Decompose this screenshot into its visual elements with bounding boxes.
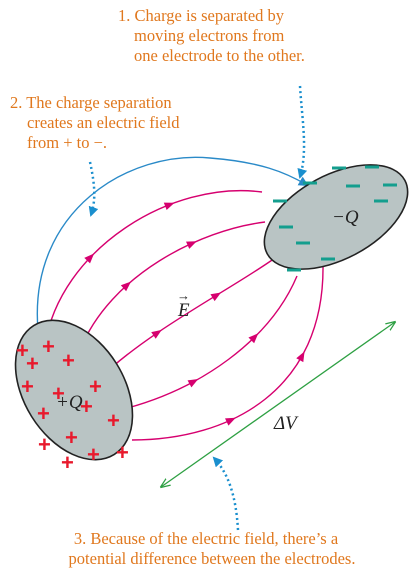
negative-sign [287, 269, 301, 272]
field-line-arrowhead [151, 327, 164, 339]
field-line-arrowhead [186, 238, 198, 249]
positive-sign: + [37, 401, 50, 426]
caption-step-1-line: one electrode to the other. [118, 46, 412, 66]
positive-sign: + [116, 440, 129, 465]
negative-sign [365, 166, 379, 169]
caption-step-3-line: 3. Because of the electric field, there’… [0, 529, 412, 549]
field-line-arrowhead [188, 376, 201, 388]
pointer-step2 [90, 162, 94, 215]
caption-step-1-line: 1. Charge is separated by [118, 6, 412, 26]
pointer-step3 [214, 458, 238, 530]
positive-sign: + [65, 425, 78, 450]
field-line [45, 191, 262, 345]
potential-label: ΔV [273, 413, 299, 434]
positive-sign: + [62, 348, 75, 373]
negative-sign [279, 226, 293, 229]
negative-charge-label: −Q [332, 207, 359, 228]
positive-sign: + [87, 442, 100, 467]
field-label: E [177, 300, 190, 321]
positive-sign: + [38, 432, 51, 457]
caption-step-2-line: from + to −. [10, 133, 250, 153]
negative-electrode [247, 143, 412, 290]
caption-step-3-line: potential difference between the electro… [0, 549, 412, 569]
field-line-arrowhead [164, 199, 176, 210]
field-line-arrowhead [225, 414, 237, 426]
field-line-arrowhead [210, 289, 223, 301]
caption-step-1-line: moving electrons from [118, 26, 412, 46]
positive-sign: + [107, 408, 120, 433]
negative-sign [332, 167, 346, 170]
positive-sign: + [42, 334, 55, 359]
potential-difference-arrow [161, 322, 395, 487]
caption-step-2: 2. The charge separation creates an elec… [10, 93, 250, 153]
positive-sign: + [61, 450, 74, 475]
positive-sign: + [21, 374, 34, 399]
caption-step-2-line: 2. The charge separation [10, 93, 250, 113]
caption-step-1: 1. Charge is separated by moving electro… [118, 6, 412, 66]
positive-charge-label: +Q [56, 392, 83, 413]
caption-step-3: 3. Because of the electric field, there’… [0, 529, 412, 569]
negative-sign [296, 242, 310, 245]
positive-sign: + [26, 351, 39, 376]
negative-sign [273, 200, 287, 203]
field-line [120, 276, 297, 410]
pointer-step1 [300, 86, 304, 177]
negative-sign [383, 184, 397, 187]
field-line-arrowhead [296, 349, 308, 362]
caption-step-2-line: creates an electric field [10, 113, 250, 133]
negative-sign [346, 185, 360, 188]
negative-sign [374, 200, 388, 203]
negative-sign [303, 182, 317, 185]
negative-sign [321, 258, 335, 261]
